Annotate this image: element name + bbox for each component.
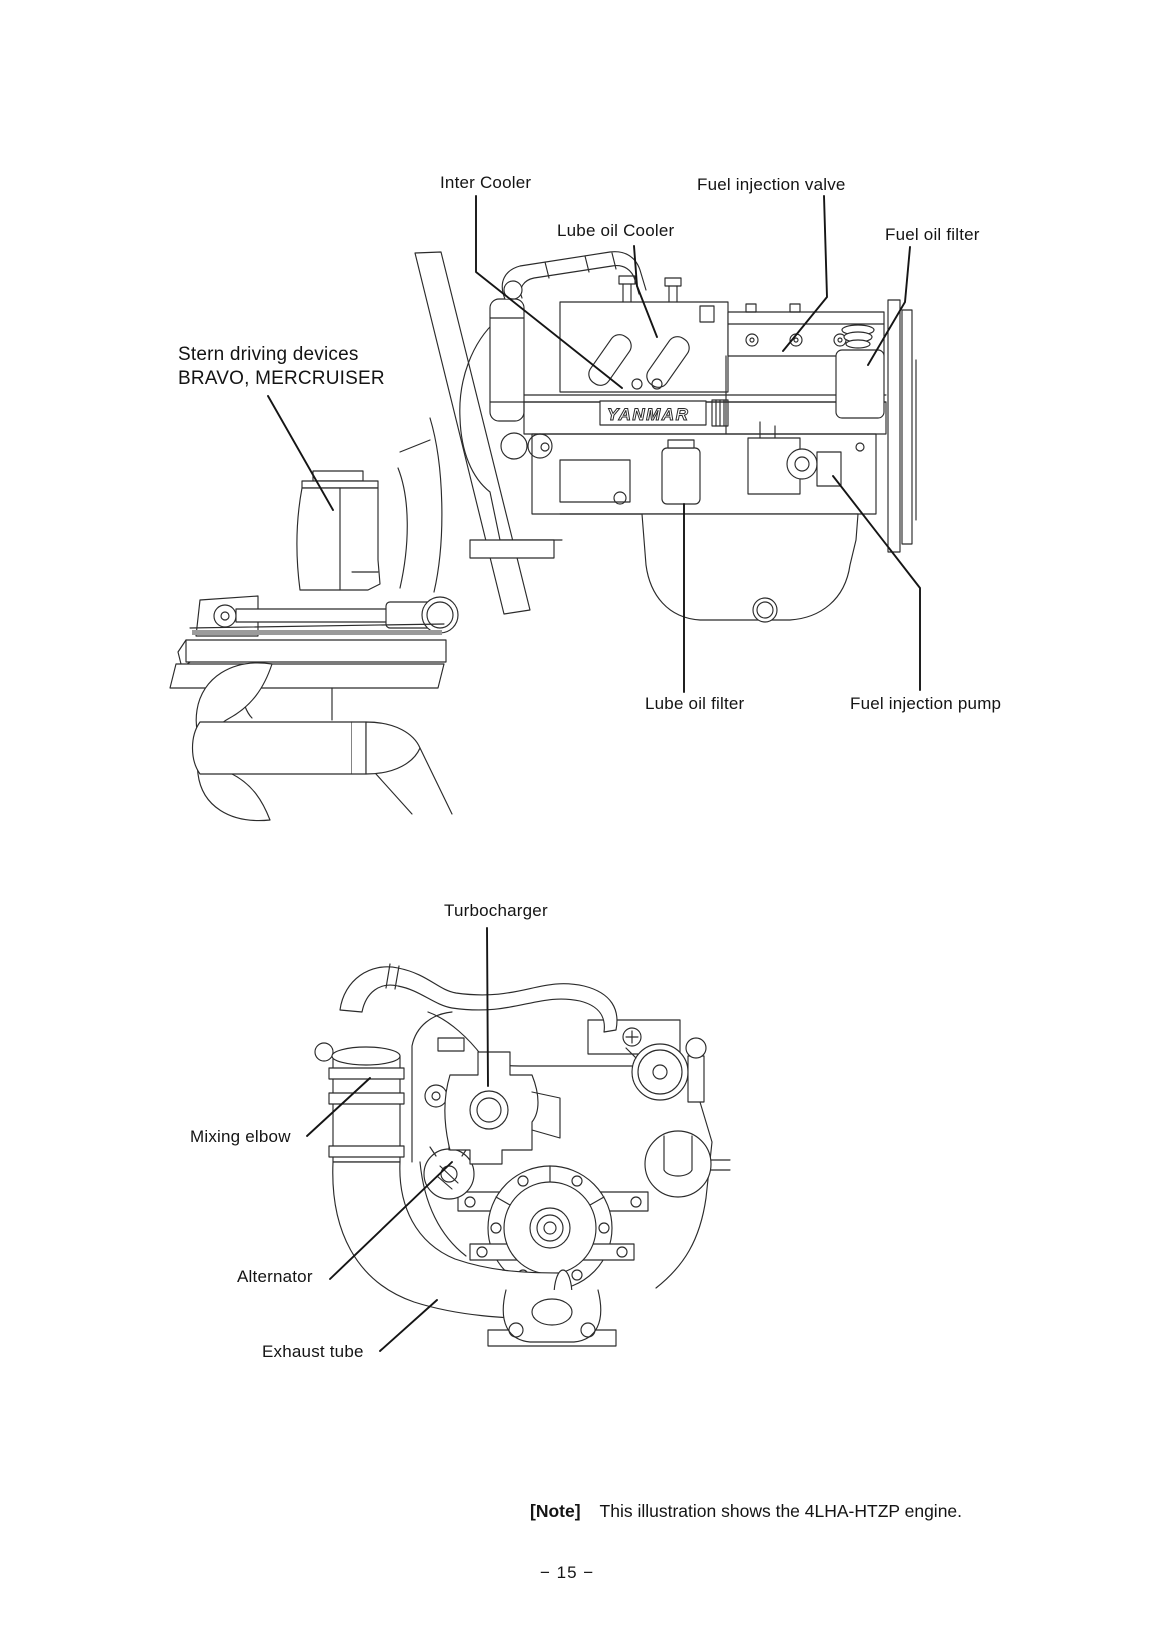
air-cleaner-part — [631, 1043, 689, 1101]
page-number: − 15 − — [540, 1563, 595, 1582]
label-stern-driving-devices-line2: BRAVO, MERCRUISER — [178, 368, 385, 389]
engine-rear-view-drawing — [314, 963, 731, 1347]
fuel-oil-filter-part — [835, 349, 885, 419]
brand-band — [599, 400, 707, 426]
label-fuel-oil-filter: Fuel oil filter — [885, 225, 980, 244]
leader-fuel-injection-pump — [832, 475, 921, 691]
leader-lines — [267, 195, 921, 1352]
label-mixing-elbow: Mixing elbow — [190, 1127, 291, 1146]
leader-lube-oil-cooler — [633, 245, 658, 338]
note-prefix: [Note] — [530, 1501, 581, 1521]
label-alternator: Alternator — [237, 1267, 313, 1286]
leader-alternator — [329, 1161, 453, 1280]
label-inter-cooler: Inter Cooler — [440, 173, 532, 192]
leader-stern-devices — [267, 395, 334, 511]
label-lube-oil-filter: Lube oil filter — [645, 694, 745, 713]
label-exhaust-tube: Exhaust tube — [262, 1342, 364, 1361]
leader-inter-cooler — [475, 195, 623, 389]
alternator-part — [423, 1139, 475, 1200]
label-fuel-injection-valve: Fuel injection valve — [697, 175, 846, 194]
transom-plate — [414, 251, 531, 615]
leader-fuel-injection-valve — [782, 195, 828, 352]
label-stern-driving-devices-line1: Stern driving devices — [178, 344, 359, 365]
stern-drive-housing — [296, 487, 381, 591]
leader-turbocharger — [486, 927, 489, 1087]
engine-brand-text: YANMAR — [607, 405, 689, 424]
lube-oil-filter-part — [661, 447, 701, 505]
engine-side-view-drawing — [414, 251, 917, 623]
label-stern-driving-devices: Stern driving devices BRAVO, MERCRUISER — [178, 343, 385, 391]
leader-exhaust-tube — [379, 1299, 438, 1352]
label-lube-oil-cooler: Lube oil Cooler — [557, 221, 675, 240]
leader-mixing-elbow — [306, 1077, 371, 1137]
stern-drive-drawing — [169, 417, 459, 822]
leader-fuel-oil-filter — [867, 246, 911, 366]
label-turbocharger: Turbocharger — [444, 901, 548, 920]
label-fuel-injection-pump: Fuel injection pump — [850, 694, 1002, 713]
turbocharger-part — [444, 1051, 561, 1165]
top-hose — [339, 966, 618, 1033]
note-text: This illustration shows the 4LHA-HTZP en… — [599, 1501, 963, 1521]
note-line: [Note] This illustration shows the 4LHA-H… — [530, 1501, 962, 1522]
mixing-elbow-part — [314, 1042, 405, 1163]
